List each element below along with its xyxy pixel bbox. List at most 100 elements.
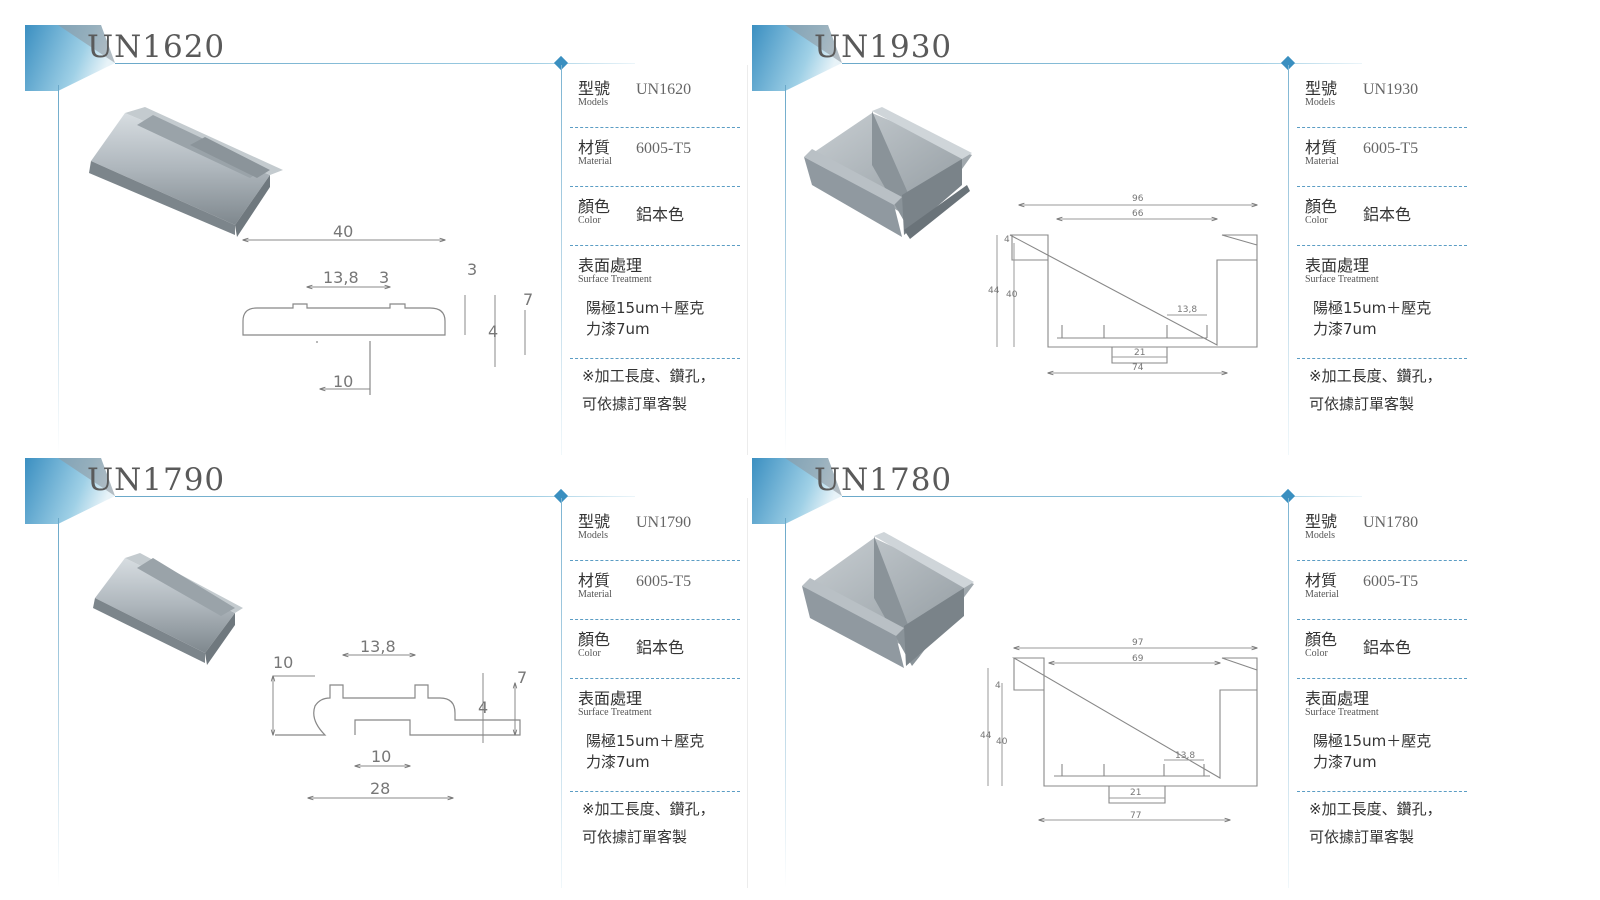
color-label-en: Color — [578, 648, 601, 659]
model-value: UN1930 — [1363, 81, 1419, 98]
left-rule — [785, 85, 786, 455]
spec-rule — [561, 498, 562, 888]
color-label: 顏色 — [578, 197, 611, 216]
model-label: 型號 — [578, 512, 611, 531]
product-panel-un1620: UN1620 40 13,8 3 3 7 — [25, 25, 765, 455]
dim-10: 10 — [333, 372, 353, 391]
dim-13-8: 13,8 — [1175, 751, 1195, 761]
model-label-en: Models — [578, 97, 608, 108]
spec-row-surface: 表面處理 Surface Treatment 陽極15um＋壓克 力漆7um — [1297, 246, 1467, 359]
dim-40: 40 — [996, 737, 1008, 747]
left-rule — [58, 518, 59, 888]
dim-40: 40 — [333, 222, 353, 241]
product-panel-un1790: UN1790 10 13,8 7 4 10 28 — [25, 458, 765, 888]
dimensions: 10 13,8 7 4 10 28 — [273, 637, 527, 798]
dim-69: 69 — [1132, 654, 1144, 664]
profile-illustration: 40 13,8 3 3 7 4 10 — [89, 107, 533, 395]
dim-21: 21 — [1130, 788, 1141, 798]
spec-row-model: 型號 Models UN1780 — [1297, 502, 1467, 561]
spec-table: 型號 Models UN1790 材質 Material 6005-T5 顏色 … — [570, 502, 740, 862]
model-label: 型號 — [1305, 79, 1338, 98]
dim-28: 28 — [370, 779, 390, 798]
spec-row-color: 顏色 Color 鋁本色 — [570, 620, 740, 679]
dim-21: 21 — [1134, 348, 1145, 358]
material-label: 材質 — [578, 138, 611, 157]
dim-10b: 10 — [371, 747, 391, 766]
title-wedge-icon — [25, 458, 115, 524]
surface-label: 表面處理 — [578, 256, 643, 275]
material-value: 6005-T5 — [636, 573, 692, 590]
profile-illustration: 10 13,8 7 4 10 28 — [93, 553, 527, 888]
profile-section — [1009, 234, 1258, 364]
title-line — [842, 496, 1362, 497]
model-title: UN1620 — [87, 29, 226, 65]
surface-label-en: Surface Treatment — [1305, 707, 1379, 718]
material-label-en: Material — [1305, 156, 1339, 167]
surface-value: 陽極15um＋壓克 力漆7um — [1313, 298, 1463, 340]
profile-illustration: 97 69 4 44 40 13,8 21 77 — [802, 532, 1282, 888]
title-wedge-icon — [752, 458, 842, 524]
dimensions: 97 69 4 44 40 13,8 21 77 — [980, 638, 1257, 821]
surface-line-2: 力漆7um — [1313, 753, 1377, 771]
material-value: 6005-T5 — [1363, 573, 1419, 590]
title-wedge-icon — [25, 25, 115, 91]
spec-row-surface: 表面處理 Surface Treatment 陽極15um＋壓克 力漆7um — [1297, 679, 1467, 792]
spec-table: 型號 Models UN1930 材質 Material 6005-T5 顏色 … — [1297, 69, 1467, 429]
material-value: 6005-T5 — [1363, 140, 1419, 157]
product-panel-un1930: UN1930 96 66 4 44 40 — [752, 25, 1492, 455]
model-title: UN1790 — [87, 462, 226, 498]
model-label-en: Models — [578, 530, 608, 541]
surface-line-1: 陽極15um＋壓克 — [1313, 732, 1432, 750]
spec-row-color: 顏色 Color 鋁本色 — [1297, 620, 1467, 679]
note-line-1: ※加工長度、鑽孔， — [582, 800, 715, 818]
title-wedge-icon — [752, 25, 842, 91]
dimensions: 40 13,8 3 3 7 4 10 — [243, 222, 533, 391]
spec-row-color: 顏色 Color 鋁本色 — [1297, 187, 1467, 246]
surface-value: 陽極15um＋壓克 力漆7um — [586, 731, 736, 773]
profile-section — [242, 303, 446, 395]
title-line — [115, 496, 635, 497]
dim-97: 97 — [1132, 638, 1143, 648]
spec-row-model: 型號 Models UN1930 — [1297, 69, 1467, 128]
panel-separator — [747, 498, 748, 888]
spec-rule — [561, 65, 562, 455]
title-line — [842, 63, 1362, 64]
surface-line-2: 力漆7um — [586, 753, 650, 771]
dim-7: 7 — [523, 290, 533, 309]
surface-line-1: 陽極15um＋壓克 — [586, 299, 705, 317]
color-label: 顏色 — [1305, 630, 1338, 649]
material-label: 材質 — [1305, 138, 1338, 157]
spec-row-note: ※加工長度、鑽孔， 可依據訂單客製 — [1297, 792, 1467, 862]
note-line-1: ※加工長度、鑽孔， — [582, 367, 715, 385]
dim-77: 77 — [1130, 811, 1141, 821]
color-label-en: Color — [1305, 648, 1328, 659]
dim-13-8: 13,8 — [360, 637, 396, 656]
surface-label-en: Surface Treatment — [578, 707, 652, 718]
model-label: 型號 — [578, 79, 611, 98]
color-value: 鋁本色 — [636, 638, 685, 657]
profile-3d-render — [93, 553, 243, 665]
spec-row-model: 型號 Models UN1620 — [570, 69, 740, 128]
dim-7: 7 — [517, 668, 527, 687]
dim-13-8: 13,8 — [323, 268, 359, 287]
title-line — [115, 63, 635, 64]
dim-44: 44 — [988, 286, 1000, 296]
spec-row-material: 材質 Material 6005-T5 — [1297, 128, 1467, 187]
spec-row-material: 材質 Material 6005-T5 — [570, 128, 740, 187]
dim-13-8: 13,8 — [1177, 305, 1197, 315]
surface-value: 陽極15um＋壓克 力漆7um — [586, 298, 736, 340]
dim-3a: 3 — [379, 268, 389, 287]
spec-row-material: 材質 Material 6005-T5 — [1297, 561, 1467, 620]
model-value: UN1620 — [636, 81, 692, 98]
dim-4: 4 — [488, 322, 498, 341]
model-title: UN1930 — [814, 29, 953, 65]
surface-line-1: 陽極15um＋壓克 — [1313, 299, 1432, 317]
dim-4: 4 — [478, 698, 488, 717]
surface-label-en: Surface Treatment — [578, 274, 652, 285]
product-panel-un1780: UN1780 97 69 4 44 40 — [752, 458, 1492, 888]
dim-4: 4 — [1004, 235, 1010, 245]
material-value: 6005-T5 — [636, 140, 692, 157]
color-label-en: Color — [1305, 215, 1328, 226]
dim-40: 40 — [1006, 290, 1018, 300]
color-value: 鋁本色 — [1363, 638, 1412, 657]
